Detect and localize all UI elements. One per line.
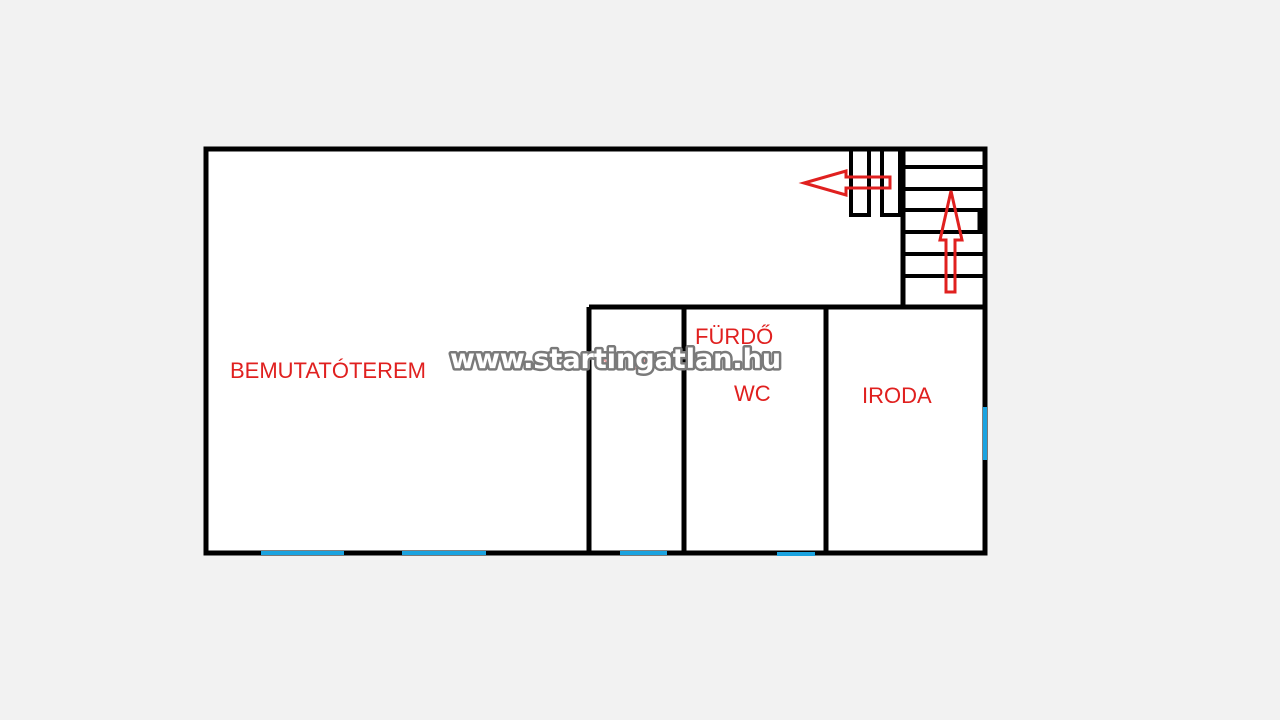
staircase-icon [849, 147, 985, 278]
arrow-left-icon [798, 169, 892, 197]
arrow-up-icon [938, 190, 964, 294]
inner-walls [586, 149, 985, 553]
stair-post [880, 147, 902, 217]
room-label-showroom: BEMUTATÓTEREM [230, 358, 426, 383]
room-label-kitchen: konyha [600, 349, 665, 371]
room-label-office: IRODA [862, 383, 932, 408]
outer-wall [203, 146, 988, 556]
room-label-bathroom: FÜRDŐ [695, 324, 773, 349]
watermark-text: www.startingatlan.hu [450, 344, 781, 375]
windows [261, 407, 987, 556]
stair-post [849, 147, 871, 217]
room-label-wc: WC [734, 381, 771, 406]
